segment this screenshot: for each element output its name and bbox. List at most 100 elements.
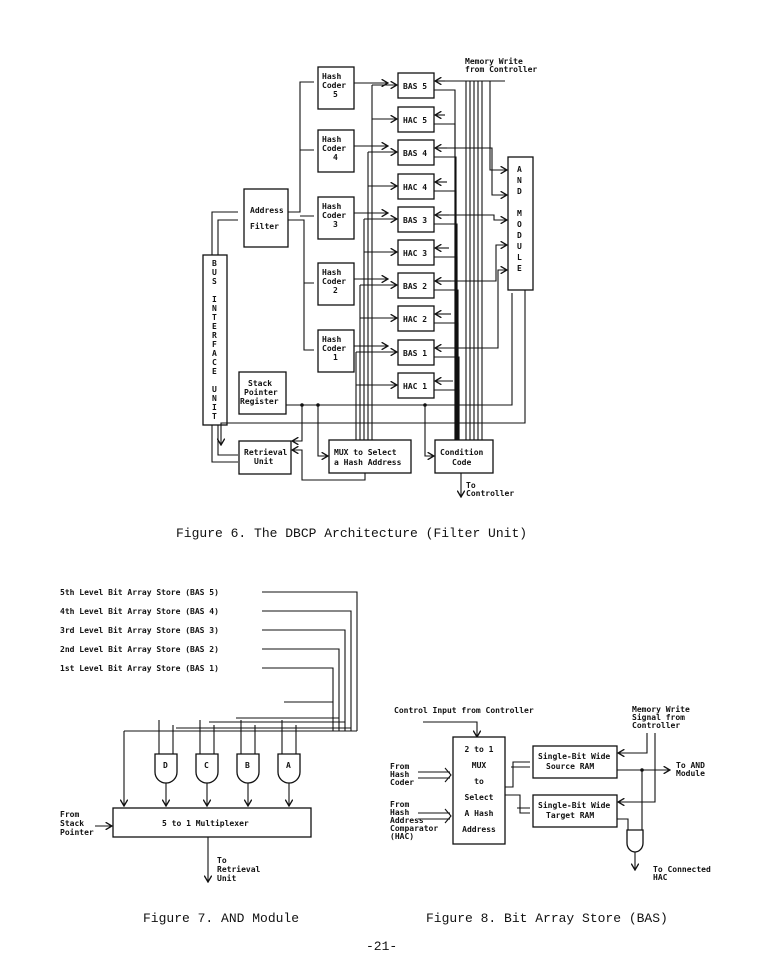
mux-hash-address: [328, 439, 412, 474]
hash-coder-label: Hash: [322, 335, 341, 344]
to-controller-line1: To: [466, 481, 476, 490]
bus-interface-unit: [202, 254, 228, 426]
and-gate: [626, 829, 644, 853]
and-gate-a: A: [277, 720, 301, 806]
bas-level-label-1: 1st Level Bit Array Store (BAS 1): [60, 663, 219, 673]
svg-text:Address: Address: [390, 816, 424, 825]
bas-level-label-2: 2nd Level Bit Array Store (BAS 2): [60, 644, 219, 654]
and-gate-b: B: [236, 720, 260, 806]
stack-pointer-line3: Register: [240, 396, 279, 406]
hash-coder-label: 1: [333, 353, 338, 362]
to-controller-line2: Controller: [466, 489, 514, 498]
to-retrieval-line1: To: [217, 856, 227, 865]
hac-label: HAC 2: [403, 315, 427, 324]
retrieval-unit-line2: Unit: [254, 456, 273, 466]
bas-label: BAS 2: [403, 282, 427, 291]
target-ram: [532, 794, 618, 828]
bas-label: BAS 3: [403, 216, 427, 225]
svg-text:(HAC): (HAC): [390, 832, 414, 841]
mux-line: to: [474, 777, 484, 786]
to-hac-line1: To Connected: [653, 865, 711, 874]
hac-label: HAC 4: [403, 183, 427, 192]
memory-write-signal-line1: Memory Write: [632, 704, 690, 714]
gate-label: D: [163, 761, 168, 770]
memory-write-signal-line3: Controller: [632, 721, 680, 730]
fig6-memory-write-line2: from Controller: [465, 65, 537, 74]
source-ram: [532, 745, 618, 779]
multiplexer-label: 5 to 1 Multiplexer: [162, 818, 249, 828]
mux-line: A Hash: [465, 809, 494, 818]
mux-line: Select: [465, 793, 494, 802]
stack-pointer-register: [238, 371, 287, 415]
target-ram-line1: Single-Bit Wide: [538, 800, 610, 810]
filter-bus-b: [288, 219, 314, 351]
hash-coder-label: Coder: [322, 81, 346, 90]
address-filter-line2: Filter: [250, 221, 279, 231]
from-stack-line3: Pointer: [60, 827, 94, 837]
five-to-one-multiplexer: [112, 807, 312, 838]
bas-5: BAS 5: [372, 72, 456, 440]
hash-coder-label: Hash: [322, 135, 341, 144]
retrieval-unit-line1: Retrieval: [244, 447, 288, 457]
hash-coder-label: Coder: [322, 211, 346, 220]
retrieval-unit: [238, 440, 292, 475]
svg-text:Hash: Hash: [390, 808, 409, 817]
to-retrieval-line2: Retrieval: [217, 864, 261, 874]
mux-line: MUX: [472, 761, 487, 770]
stack-pointer-line1: Stack: [248, 379, 272, 388]
and-gate-d: D: [154, 720, 178, 806]
bas-label: BAS 5: [403, 82, 427, 91]
from-hash-coder-label: From Hash Coder: [390, 762, 414, 787]
from-stack-line2: Stack: [60, 819, 84, 828]
hash-coder-label: Coder: [322, 144, 346, 153]
hash-coder-label: 5: [333, 90, 338, 99]
condition-code-line2: Code: [452, 458, 471, 467]
fig6-memory-write-line1: Memory Write: [465, 56, 523, 66]
to-and-line2: Module: [676, 769, 705, 778]
biu-to-filter-bus: [211, 211, 238, 255]
bas-label: BAS 1: [403, 349, 427, 358]
address-filter: [243, 188, 289, 248]
hash-coder-label: 4: [333, 153, 338, 162]
mux-line: Address: [462, 825, 496, 834]
source-ram-line1: Single-Bit Wide: [538, 751, 610, 761]
svg-text:Coder: Coder: [390, 778, 414, 787]
stack-pointer-line2: Pointer: [244, 387, 278, 397]
biu-to-retrieval-bus: [211, 425, 238, 463]
to-hac-line2: HAC: [653, 873, 668, 882]
hash-coder-label: Hash: [322, 72, 341, 81]
hac-label: HAC 1: [403, 382, 427, 391]
bas-level-label-5: 5th Level Bit Array Store (BAS 5): [60, 587, 219, 597]
hac-3: HAC 3: [364, 239, 458, 440]
condition-code-line1: Condition: [440, 447, 484, 457]
bas-1: BAS 1: [356, 339, 460, 440]
hac-label: HAC 3: [403, 249, 427, 258]
figure7-caption: Figure 7. AND Module: [143, 911, 299, 926]
svg-text:From: From: [390, 800, 409, 809]
figure-7: 5th Level Bit Array Store (BAS 5)4th Lev…: [60, 587, 358, 926]
hash-coder-label: Coder: [322, 344, 346, 353]
hac-5: HAC 5: [372, 106, 456, 440]
and-module: [507, 156, 534, 291]
to-and-line1: To AND: [676, 761, 705, 770]
from-hac-label: From Hash Address Comparator (HAC): [390, 800, 438, 841]
source-ram-line2: Source RAM: [546, 762, 594, 771]
svg-text:From: From: [390, 762, 409, 771]
filter-bus-a: [288, 81, 314, 213]
hash-coder-label: Hash: [322, 202, 341, 211]
page-number: -21-: [366, 939, 397, 954]
hac-2: HAC 2: [360, 305, 459, 440]
address-filter-line1: Address: [250, 206, 284, 215]
bas-label: BAS 4: [403, 149, 427, 158]
mux-line: 2 to 1: [465, 745, 494, 754]
gate-label: B: [245, 761, 250, 770]
hash-coder-label: Hash: [322, 268, 341, 277]
bas-level-label-3: 3rd Level Bit Array Store (BAS 3): [60, 625, 219, 635]
